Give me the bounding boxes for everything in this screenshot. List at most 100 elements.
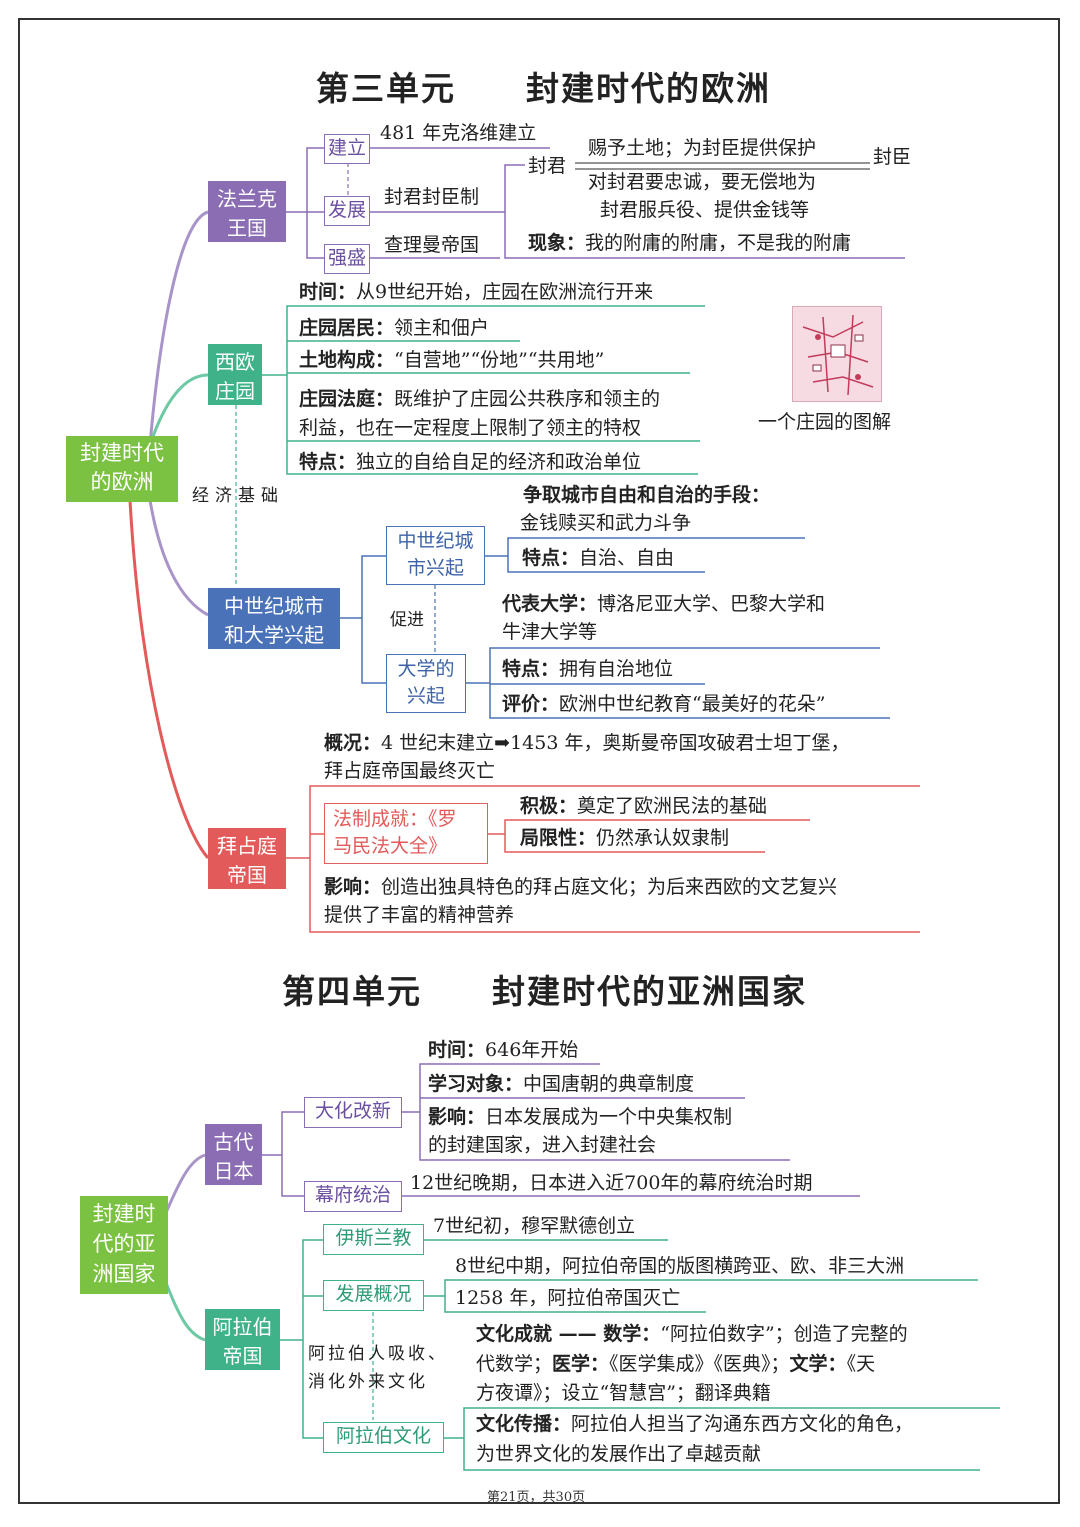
byz-lim-row: 局限性：仍然承认奴隶制 <box>520 824 729 852</box>
taika-obj-text: 中国唐朝的典章制度 <box>523 1073 695 1095</box>
arab-spread-text1: 阿拉伯人担当了沟通东西方文化的角色， <box>571 1413 914 1435</box>
taika-impact-text1: 日本发展成为一个中央集权制 <box>485 1106 733 1128</box>
univ-rise-box[interactable]: 大学的 兴起 <box>386 654 466 713</box>
byz-impact-text2: 提供了丰富的精神营养 <box>324 904 515 926</box>
manor-land-label: 土地构成： <box>299 349 395 371</box>
manor-residents-label: 庄园居民： <box>299 317 395 339</box>
city-means-text: 金钱赎买和武力斗争 <box>520 512 692 534</box>
frank-fazhan-box[interactable]: 发展 <box>324 196 370 226</box>
univ-rep-text1: 博洛尼亚大学、巴黎大学和 <box>597 593 826 615</box>
city-feature-text: 自治、自由 <box>579 547 675 569</box>
manor-residents-row: 庄园居民：领主和佃户 <box>299 314 489 342</box>
arab-ach-med-label: 医学： <box>552 1353 610 1375</box>
univ-eval-row: 评价：欧洲中世纪教育“最美好的花朵” <box>502 690 825 718</box>
arab-dev-box[interactable]: 发展概况 <box>323 1280 424 1311</box>
manor-image-caption: 一个庄园的图解 <box>758 411 892 433</box>
city-means-label: 争取城市自由和自治的手段： <box>523 484 771 506</box>
frank-jianli-text: 481 年克洛维建立 <box>380 122 537 144</box>
univ-rep-text2: 牛津大学等 <box>502 621 598 643</box>
unit3-root-node[interactable]: 封建时代 的欧洲 <box>66 436 178 502</box>
unit4-title: 第四单元 封建时代的亚洲国家 <box>282 972 807 1011</box>
shogun-text: 12世纪晚期，日本进入近700年的幕府统治时期 <box>410 1172 813 1194</box>
arab-dev-text2: 1258 年，阿拉伯帝国灭亡 <box>455 1287 681 1309</box>
taika-time-text: 646年开始 <box>485 1039 579 1061</box>
fengjun-down-text1: 对封君要忠诚，要无偿地为 <box>588 171 817 193</box>
univ-feature-text: 拥有自治地位 <box>559 658 674 680</box>
byz-lim-text: 仍然承认奴隶制 <box>596 827 730 849</box>
city-rise-box[interactable]: 中世纪城 市兴起 <box>386 526 485 585</box>
byzantine-label: 拜占庭 帝国 <box>217 834 277 887</box>
univ-feature-label: 特点： <box>502 658 560 680</box>
arab-ach-row2: 代数学；医学：《医学集成》《医典》；文学：《天 <box>476 1350 875 1378</box>
arab-ach-row1: 文化成就 —— 数学：“阿拉伯数字”；创造了完整的 <box>476 1320 908 1348</box>
islam-text: 7世纪初，穆罕默德创立 <box>433 1215 636 1237</box>
taika-obj-label: 学习对象： <box>428 1073 524 1095</box>
xianxiang-text: 我的附庸的附庸，不是我的附庸 <box>585 232 852 254</box>
manor-time-label: 时间： <box>299 281 357 303</box>
manor-feature-label: 特点： <box>299 451 357 473</box>
frank-label: 法兰克 王国 <box>217 187 277 240</box>
page-frame <box>18 18 1060 1504</box>
univ-rep-label: 代表大学： <box>502 593 598 615</box>
taika-impact-label: 影响： <box>428 1106 486 1128</box>
univ-eval-text: 欧洲中世纪教育“最美好的花朵” <box>559 693 826 715</box>
manor-residents-text: 领主和佃户 <box>394 317 490 339</box>
byz-law-box[interactable]: 法制成就：《罗 马民法大全》 <box>324 803 488 864</box>
manor-court-text2: 利益，也在一定程度上限制了领主的特权 <box>299 417 642 439</box>
byz-pos-row: 积极：奠定了欧洲民法的基础 <box>520 792 767 820</box>
byz-lim-label: 局限性： <box>520 827 597 849</box>
arab-node[interactable]: 阿拉伯 帝国 <box>205 1309 280 1370</box>
byz-overview-text2: 拜占庭帝国最终灭亡 <box>324 760 496 782</box>
manor-diagram-image <box>792 306 882 402</box>
byz-impact-label: 影响： <box>324 876 382 898</box>
manor-map-icon <box>793 307 881 401</box>
frank-qiangsheng-text: 查理曼帝国 <box>384 234 480 256</box>
byz-law-label: 法制成就：《罗 马民法大全》 <box>333 808 457 857</box>
byz-pos-text: 奠定了欧洲民法的基础 <box>577 795 768 817</box>
unit3-root-label: 封建时代 的欧洲 <box>80 441 164 494</box>
arab-label: 阿拉伯 帝国 <box>212 1315 273 1368</box>
japan-node[interactable]: 古代 日本 <box>205 1124 262 1185</box>
univ-feature-row: 特点：拥有自治地位 <box>502 655 673 683</box>
arab-culture-box[interactable]: 阿拉伯文化 <box>323 1422 444 1453</box>
promote-label: 促进 <box>390 610 424 630</box>
arab-ach-text2a: 代数学； <box>476 1353 553 1375</box>
manor-node[interactable]: 西欧 庄园 <box>208 344 262 405</box>
manor-feature-row: 特点：独立的自给自足的经济和政治单位 <box>299 448 641 476</box>
city-node[interactable]: 中世纪城市 和大学兴起 <box>208 588 340 649</box>
unit3-title: 第三单元 封建时代的欧洲 <box>316 69 771 108</box>
shogun-box[interactable]: 幕府统治 <box>304 1181 402 1212</box>
arab-absorb-label: 阿拉伯人吸收、 消化外来文化 <box>308 1344 448 1392</box>
city-feature-row: 特点：自治、自由 <box>522 544 674 572</box>
arab-ach-text3: 方夜谭》；设立“智慧宫”；翻译典籍 <box>476 1382 771 1404</box>
econ-basis-label: 经济基础 <box>192 486 284 506</box>
frank-jianli-box[interactable]: 建立 <box>324 134 370 164</box>
xianxiang-row: 现象：我的附庸的附庸，不是我的附庸 <box>528 229 851 257</box>
arab-ach-label: 文化成就 —— 数学： <box>476 1323 661 1345</box>
city-rise-label: 中世纪城 市兴起 <box>397 530 474 579</box>
arab-spread-row: 文化传播：阿拉伯人担当了沟通东西方文化的角色， <box>476 1410 913 1438</box>
frank-qiangsheng-box[interactable]: 强盛 <box>324 244 370 274</box>
arab-ach-text2b: 《医学集成》《医典》； <box>609 1353 790 1375</box>
manor-land-text: “自营地”“份地”“共用地” <box>394 349 605 371</box>
japan-label: 古代 日本 <box>213 1130 254 1183</box>
byz-overview-label: 概况： <box>324 732 382 754</box>
arab-spread-text2: 为世界文化的发展作出了卓越贡献 <box>476 1443 762 1465</box>
islam-box[interactable]: 伊斯兰教 <box>323 1224 424 1255</box>
byz-overview-text1: 4 世纪末建立➡1453 年，奥斯曼帝国攻破君士坦丁堡， <box>381 732 850 754</box>
fengjun-up-text: 赐予土地；为封臣提供保护 <box>588 137 817 159</box>
manor-court-text1: 既维护了庄园公共秩序和领主的 <box>394 388 661 410</box>
taika-time-label: 时间： <box>428 1039 486 1061</box>
byz-overview-row: 概况：4 世纪末建立➡1453 年，奥斯曼帝国攻破君士坦丁堡， <box>324 729 849 757</box>
arab-ach-text1: “阿拉伯数字”；创造了完整的 <box>660 1323 908 1345</box>
unit4-root-label: 封建时 代的亚 洲国家 <box>92 1202 156 1286</box>
unit4-root-node[interactable]: 封建时 代的亚 洲国家 <box>80 1196 168 1294</box>
univ-rep-row: 代表大学：博洛尼亚大学、巴黎大学和 <box>502 590 825 618</box>
frank-node[interactable]: 法兰克 王国 <box>208 181 286 242</box>
taika-time-row: 时间：646年开始 <box>428 1036 578 1064</box>
page-footer: 第21页，共30页 <box>487 1490 586 1505</box>
byz-impact-row: 影响：创造出独具特色的拜占庭文化；为后来西欧的文艺复兴 <box>324 873 837 901</box>
byzantine-node[interactable]: 拜占庭 帝国 <box>208 828 286 889</box>
taika-box[interactable]: 大化改新 <box>304 1097 402 1128</box>
